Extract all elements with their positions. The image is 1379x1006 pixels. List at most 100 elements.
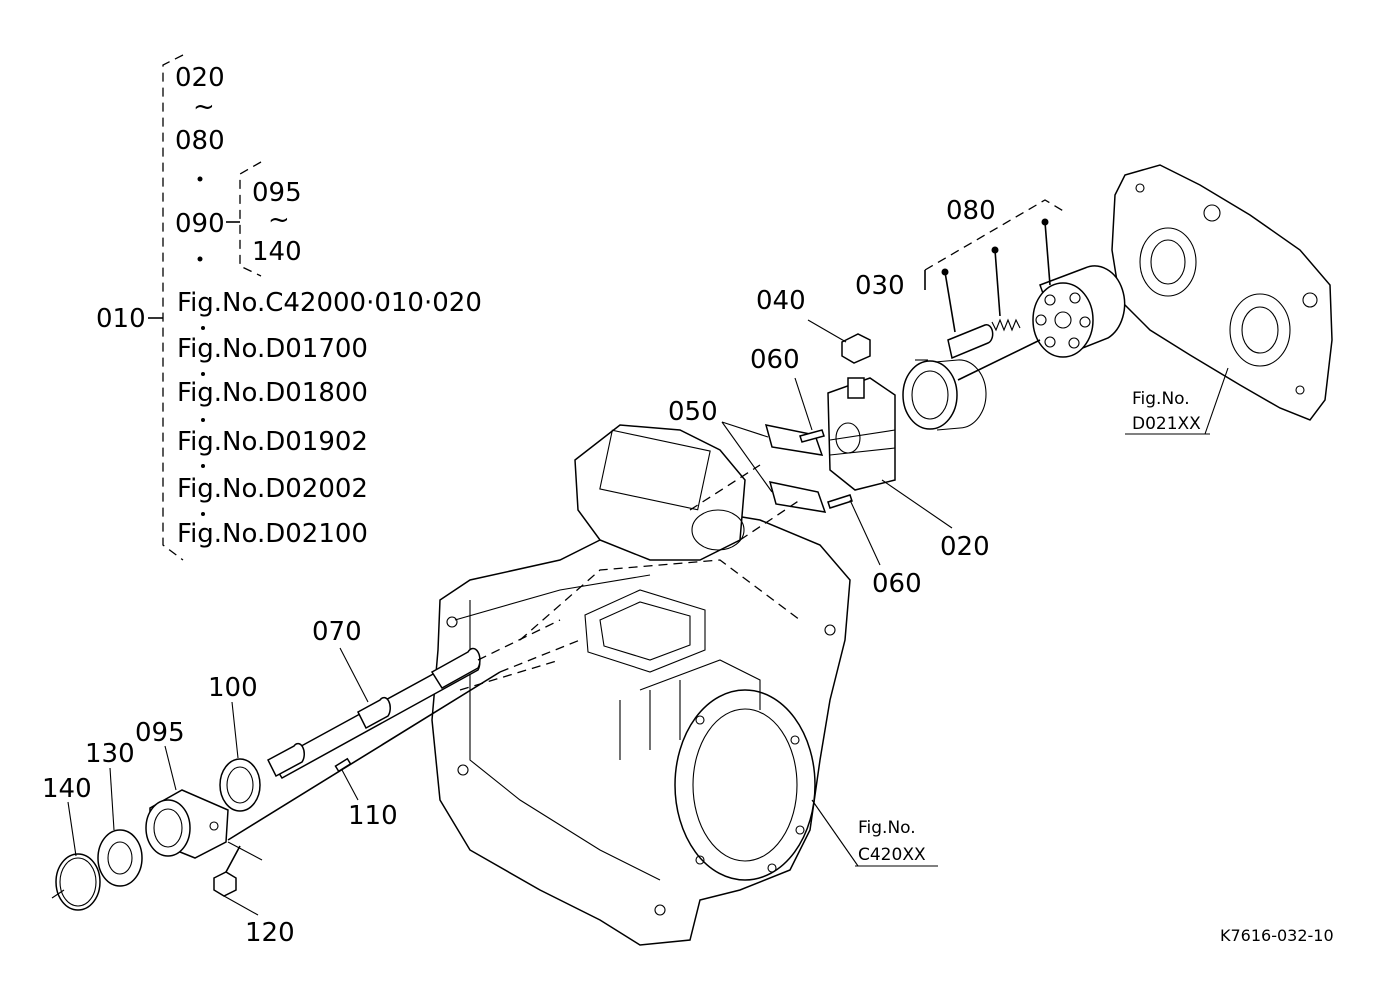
ref-housing-prefix: Fig.No.: [858, 818, 916, 838]
shaft-spline-end: [430, 647, 481, 690]
part-110-leader: [341, 769, 359, 801]
main-bracket: [162, 54, 184, 561]
ref-housing-code: C420XX: [858, 845, 926, 865]
part-095-guide: [227, 841, 263, 861]
pump-shaft: [957, 339, 1041, 381]
part-040-leader: [807, 319, 847, 343]
bell-housing-flange: [674, 689, 816, 881]
flange-bolt: [695, 715, 705, 725]
fig-ref-d01800: Fig.No.D01800: [177, 378, 368, 408]
index-bullet: [201, 326, 205, 330]
flange-bolt: [695, 855, 705, 865]
index-bullet: [201, 464, 205, 468]
part-050-leader: [721, 421, 769, 438]
flange-bolt: [790, 735, 800, 745]
hidden-edge: [459, 659, 561, 691]
index-main-number: 010: [96, 304, 146, 334]
leader-dot: [991, 246, 999, 254]
screw-lower: [827, 494, 853, 509]
part-060-screws: [794, 377, 881, 566]
assembly-line: [739, 499, 801, 541]
label-120: 120: [245, 918, 295, 948]
part-020-leader: [881, 479, 953, 529]
bearing-130-outer: [97, 829, 143, 887]
label-040: 040: [756, 286, 806, 316]
pin-axis: [227, 671, 501, 841]
flange-bolt: [795, 825, 805, 835]
fig-ref-d02100: Fig.No.D02100: [177, 519, 368, 549]
leader-dot: [1041, 218, 1049, 226]
seal-holder-bolt-hole: [209, 821, 219, 831]
part-070-leader: [339, 647, 369, 703]
cylinder-bore: [1035, 314, 1047, 326]
bearing-shell-lower: [768, 481, 827, 513]
index-bullet: [201, 512, 205, 516]
index-bullet: [197, 256, 203, 262]
part-080-cylinder-block: [924, 199, 1126, 381]
part-100-leader: [231, 701, 239, 759]
ref-leader-pump: [1204, 367, 1229, 435]
part-095-seal-holder: [145, 745, 263, 861]
part-080-leader: [994, 249, 1001, 317]
bearing-shell-upper: [764, 424, 824, 456]
label-100: 100: [208, 673, 258, 703]
assembly-line: [477, 619, 561, 661]
index-top-start: 020: [175, 63, 225, 93]
flange-bolt: [767, 863, 777, 873]
label-060-lower: 060: [872, 569, 922, 599]
index-sub-start: 095: [252, 178, 302, 208]
snap-ring: [55, 853, 101, 911]
part-070-shaft: [267, 647, 481, 779]
bearing-130-inner: [107, 841, 133, 875]
housing-rib: [454, 574, 651, 621]
pump-housing-bore-inner: [1150, 239, 1186, 285]
part-030-bearing: [902, 359, 987, 431]
housing-fins: [619, 680, 681, 760]
drawing-code: K7616-032-10: [1220, 926, 1334, 945]
fig-ref-d02002: Fig.No.D02002: [177, 474, 368, 504]
bearing-side: [934, 359, 987, 431]
pump-housing-body: [1111, 164, 1333, 421]
fig-ref-c42000: Fig.No.C42000·010·020: [177, 288, 482, 318]
bearing-inner: [911, 370, 949, 420]
parts-index: 010 020 ~ 080 090 095 ~ 140 Fig.No.C4200…: [96, 54, 482, 561]
label-110: 110: [348, 801, 398, 831]
transmission-housing: [431, 424, 851, 946]
cylinder-bore: [1044, 336, 1056, 348]
seal-holder-bore-inner: [153, 808, 183, 848]
index-bullet: [201, 372, 205, 376]
snap-ring-tab: [51, 889, 65, 899]
snap-ring-inner: [59, 857, 97, 907]
top-opening-inner: [599, 601, 691, 661]
cylinder-bore: [1068, 337, 1080, 349]
piston-spring: [991, 318, 1021, 332]
index-top-end: 080: [175, 126, 225, 156]
swash-plate-body: [827, 377, 896, 491]
leader-dot: [941, 268, 949, 276]
ref-pump-prefix: Fig.No.: [1132, 389, 1190, 409]
housing-rib: [469, 600, 661, 881]
housing-turret: [574, 424, 746, 561]
pin-key: [334, 757, 352, 773]
index-sub-end: 140: [252, 237, 302, 267]
index-bullet: [201, 418, 205, 422]
hidden-edge: [519, 559, 801, 641]
part-080-leader: [1044, 221, 1051, 286]
part-130-leader: [109, 767, 115, 831]
label-070: 070: [312, 617, 362, 647]
part-050-bearing-shells: [721, 421, 827, 513]
part-120-bolt: [213, 845, 259, 916]
label-095: 095: [135, 718, 185, 748]
cylinder-block-spline: [1054, 311, 1072, 329]
label-060-upper: 060: [750, 345, 800, 375]
part-040-insert: [807, 319, 871, 364]
cylinder-bore: [1069, 292, 1081, 304]
collar-outer: [219, 758, 261, 812]
pump-housing-port: [1229, 293, 1291, 367]
bearing-outer: [902, 360, 958, 430]
cylinder-bore: [1079, 316, 1091, 328]
bolt-head: [213, 871, 237, 897]
index-bullet: [197, 176, 203, 182]
figure-reference-housing: Fig.No. C420XX: [811, 799, 938, 867]
